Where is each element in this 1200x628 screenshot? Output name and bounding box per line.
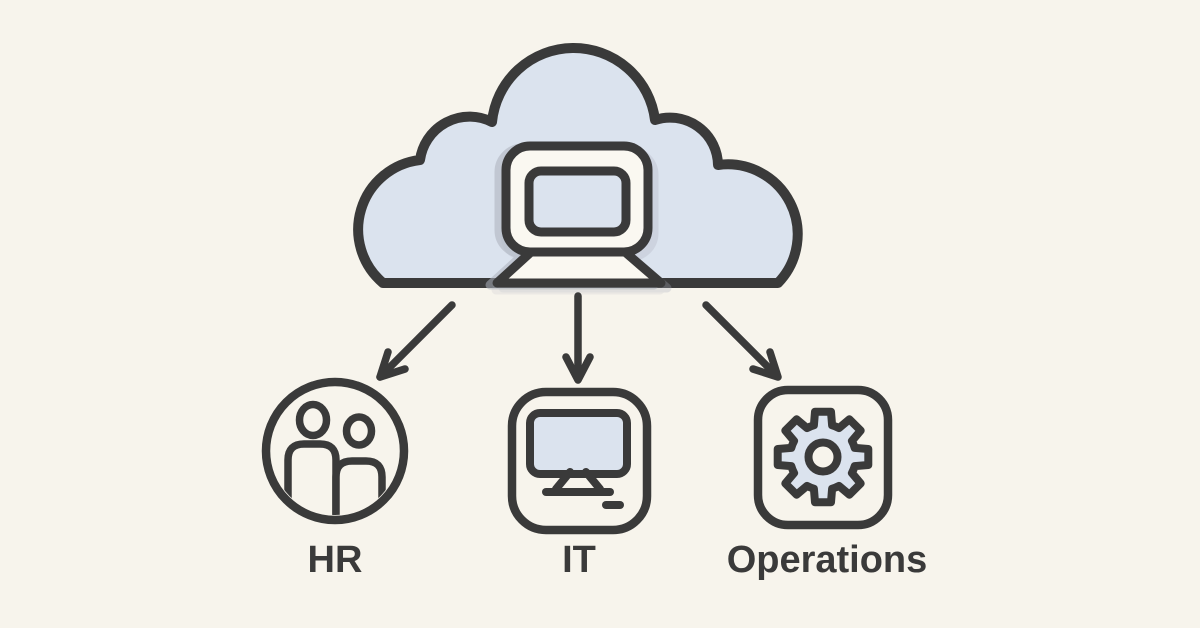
it-label: IT [562,539,596,581]
person-right-head [342,413,376,449]
hr-label: HR [308,539,363,581]
arrow-to-hr [376,301,456,381]
person-left-head [295,400,331,440]
laptop-base [492,247,666,288]
monitor-stand-left-leg [552,468,574,493]
gear-hole [804,438,842,476]
people-icon [284,400,386,515]
arrow-to-operations [702,301,782,381]
monitor-stand-right-leg [582,468,604,493]
node-it: IT [507,387,652,581]
monitor-screen [526,409,631,478]
desktop-monitor-icon [526,409,631,509]
operations-square-frame [753,385,893,530]
gear-icon [773,407,873,507]
arrow-to-it [562,292,594,384]
node-operations: Operations [727,385,928,581]
cloud-computer-icon [492,141,666,288]
cloud-node [353,42,803,288]
laptop-screen [524,166,631,237]
node-hr: HR [261,377,409,581]
arrowhead [749,348,782,381]
arrowhead [376,348,409,381]
hr-circle-frame [261,377,409,525]
it-square-frame [507,387,652,535]
operations-label: Operations [727,539,928,581]
arrowhead [562,353,594,384]
